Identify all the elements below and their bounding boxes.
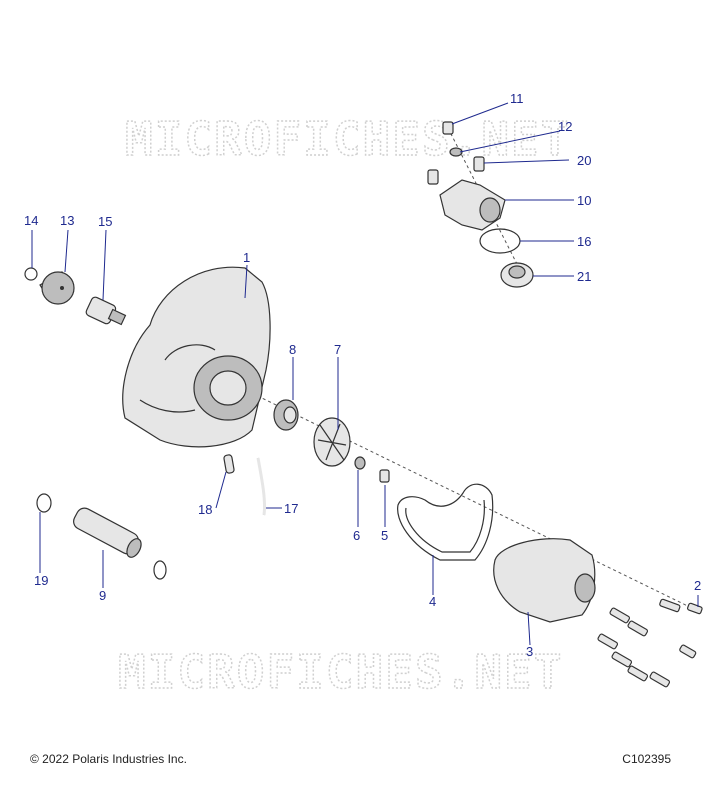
part-15-shaft: [85, 296, 127, 326]
callout-6: 6: [353, 528, 360, 543]
part-bolts: [597, 598, 703, 688]
callout-3: 3: [526, 644, 533, 659]
callout-12: 12: [558, 119, 572, 134]
part-20-bolt: [427, 156, 485, 185]
figure-id: C102395: [622, 752, 671, 766]
callout-9: 9: [99, 588, 106, 603]
callout-11: 11: [510, 91, 524, 106]
callout-18: 18: [198, 502, 212, 517]
part-4-gasket: [397, 483, 494, 561]
callout-14: 14: [24, 213, 38, 228]
part-13-cap: [39, 271, 75, 305]
callout-21: 21: [577, 269, 591, 284]
callout-5: 5: [381, 528, 388, 543]
part-14-o-ring: [24, 267, 38, 281]
part-8-seal: [273, 399, 299, 431]
leader-lines: [31, 102, 699, 646]
callout-1: 1: [243, 250, 250, 265]
part-1-housing: [122, 266, 271, 448]
callout-13: 13: [60, 213, 74, 228]
callout-19: 19: [34, 573, 48, 588]
part-21-thermostat: [500, 262, 534, 288]
part-18-pin: [223, 454, 235, 474]
part-o-ring-9b: [153, 560, 167, 580]
callout-16: 16: [577, 234, 591, 249]
part-7-impeller: [313, 417, 351, 467]
copyright-text: © 2022 Polaris Industries Inc.: [30, 752, 187, 766]
callout-10: 10: [577, 193, 591, 208]
part-16-seal-ring: [479, 228, 521, 254]
callout-2: 2: [694, 578, 701, 593]
part-11-bolt: [442, 121, 454, 135]
part-17-hose: [256, 457, 266, 516]
part-3-pump-cover: [493, 538, 596, 623]
part-6-washer: [354, 456, 366, 470]
watermark-bottom: MICROFICHES.NET: [118, 645, 563, 699]
callout-15: 15: [98, 214, 112, 229]
assembly-axis-line: [224, 379, 701, 613]
callout-20: 20: [577, 153, 591, 168]
part-5-bolt: [379, 469, 390, 483]
callout-4: 4: [429, 594, 436, 609]
callout-7: 7: [334, 342, 341, 357]
callout-8: 8: [289, 342, 296, 357]
part-9-tube: [73, 507, 142, 558]
callout-17: 17: [284, 501, 298, 516]
watermark-top: MICROFICHES.NET: [125, 112, 570, 166]
part-19-o-ring: [36, 493, 52, 513]
part-10-thermostat-housing: [439, 179, 506, 231]
